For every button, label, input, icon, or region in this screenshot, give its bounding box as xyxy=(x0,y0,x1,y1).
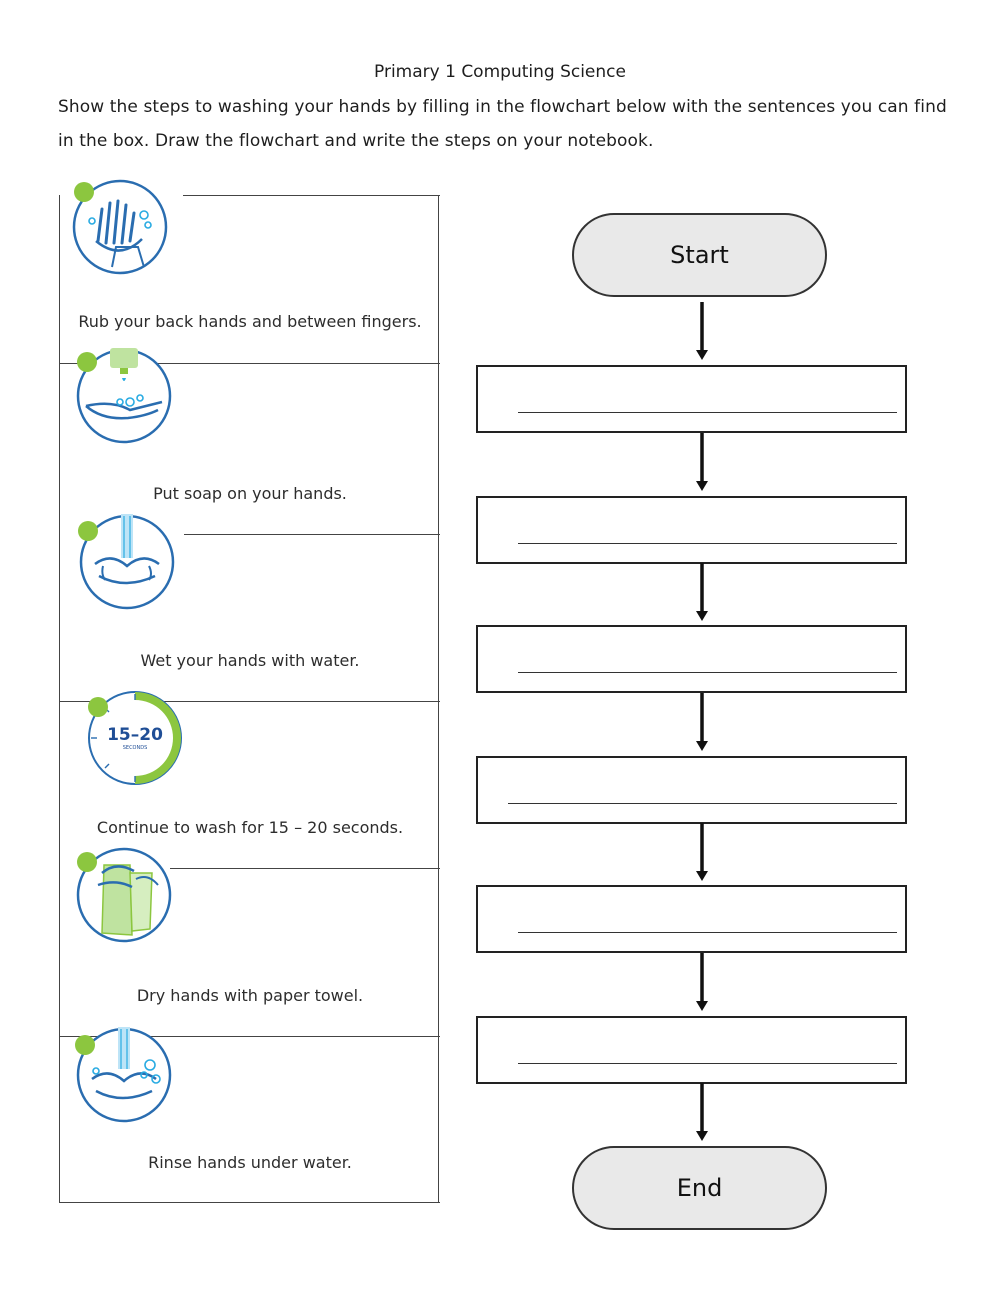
arrow-down-icon xyxy=(696,302,708,360)
flow-step-box[interactable] xyxy=(476,1016,907,1084)
step-card: Rub your back hands and between fingers. xyxy=(59,195,440,363)
flow-step-box[interactable] xyxy=(476,756,907,824)
rub-hands-icon xyxy=(72,179,168,275)
arrow-down-icon xyxy=(696,693,708,751)
green-dot-icon xyxy=(75,1035,95,1055)
answer-line xyxy=(508,803,897,804)
answer-line xyxy=(518,543,897,544)
timer-unit: SECONDS xyxy=(123,745,148,751)
arrow-down-icon xyxy=(696,953,708,1011)
timer-value: 15–20 xyxy=(107,725,163,745)
flow-step-box[interactable] xyxy=(476,625,907,693)
panel-bottom-border xyxy=(59,1202,440,1203)
timer-icon: 15–20 SECONDS xyxy=(88,691,182,785)
step-card: Dry hands with paper towel. xyxy=(59,868,440,1036)
step-card: Put soap on your hands. xyxy=(59,363,440,534)
green-dot-icon xyxy=(88,697,108,717)
flow-step-box[interactable] xyxy=(476,885,907,953)
step-card-label: Dry hands with paper towel. xyxy=(136,986,364,1005)
flow-step-box[interactable] xyxy=(476,496,907,564)
soap-icon xyxy=(76,348,172,444)
green-dot-icon xyxy=(78,521,98,541)
green-dot-icon xyxy=(77,352,97,372)
answer-line xyxy=(518,1063,897,1064)
green-dot-icon xyxy=(74,182,94,202)
wet-hands-icon xyxy=(79,514,175,610)
instructions-line-1: Show the steps to washing your hands by … xyxy=(58,97,947,117)
arrow-down-icon xyxy=(696,433,708,491)
paper-towel-icon xyxy=(76,847,172,943)
step-card-label: Wet your hands with water. xyxy=(140,651,360,670)
step-card-label: Continue to wash for 15 – 20 seconds. xyxy=(96,818,404,837)
step-card-label: Put soap on your hands. xyxy=(153,484,347,503)
green-dot-icon xyxy=(77,852,97,872)
step-card: Wet your hands with water. xyxy=(59,534,440,701)
page-title: Primary 1 Computing Science xyxy=(374,62,626,82)
arrow-down-icon xyxy=(696,563,708,621)
answer-line xyxy=(518,932,897,933)
start-label: Start xyxy=(670,241,729,269)
step-card: Continue to wash for 15 – 20 seconds. xyxy=(59,701,440,868)
instructions-line-2: in the box. Draw the flowchart and write… xyxy=(58,131,654,151)
answer-line xyxy=(518,412,897,413)
flow-step-box[interactable] xyxy=(476,365,907,433)
end-terminal: End xyxy=(572,1146,827,1230)
rinse-hands-icon xyxy=(76,1027,172,1123)
arrow-down-icon xyxy=(696,823,708,881)
answer-line xyxy=(518,672,897,673)
start-terminal: Start xyxy=(572,213,827,297)
step-card: Rinse hands under water. xyxy=(59,1036,440,1202)
step-card-label: Rinse hands under water. xyxy=(148,1153,352,1172)
arrow-down-icon xyxy=(696,1083,708,1141)
end-label: End xyxy=(676,1174,723,1202)
step-card-label: Rub your back hands and between fingers. xyxy=(78,312,422,331)
